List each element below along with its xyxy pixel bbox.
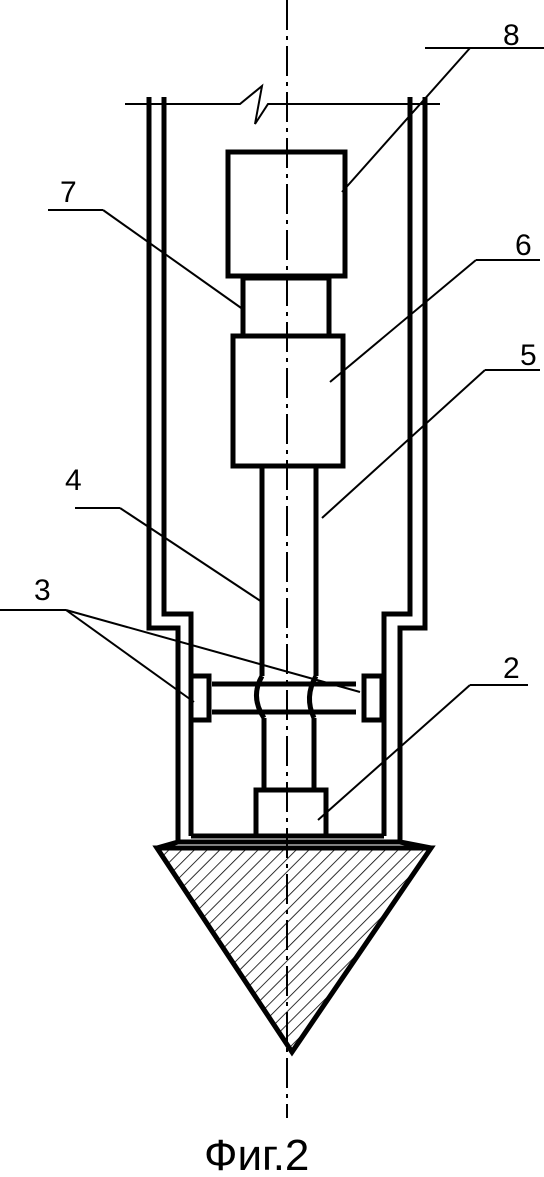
block-2 (253, 787, 329, 839)
label-5: 5 (520, 339, 537, 372)
break-line (125, 83, 440, 125)
block-6 (230, 333, 346, 469)
label-4: 4 (65, 464, 82, 497)
label-7: 7 (60, 176, 77, 209)
cone-tip (152, 845, 436, 1057)
outer-casing (146, 97, 432, 851)
figure-caption: Фиг.2 (204, 1131, 309, 1177)
label-3: 3 (34, 574, 51, 607)
leader-lines (0, 47, 544, 821)
label-8: 8 (503, 19, 520, 52)
label-6: 6 (515, 229, 532, 262)
label-2: 2 (503, 652, 520, 685)
